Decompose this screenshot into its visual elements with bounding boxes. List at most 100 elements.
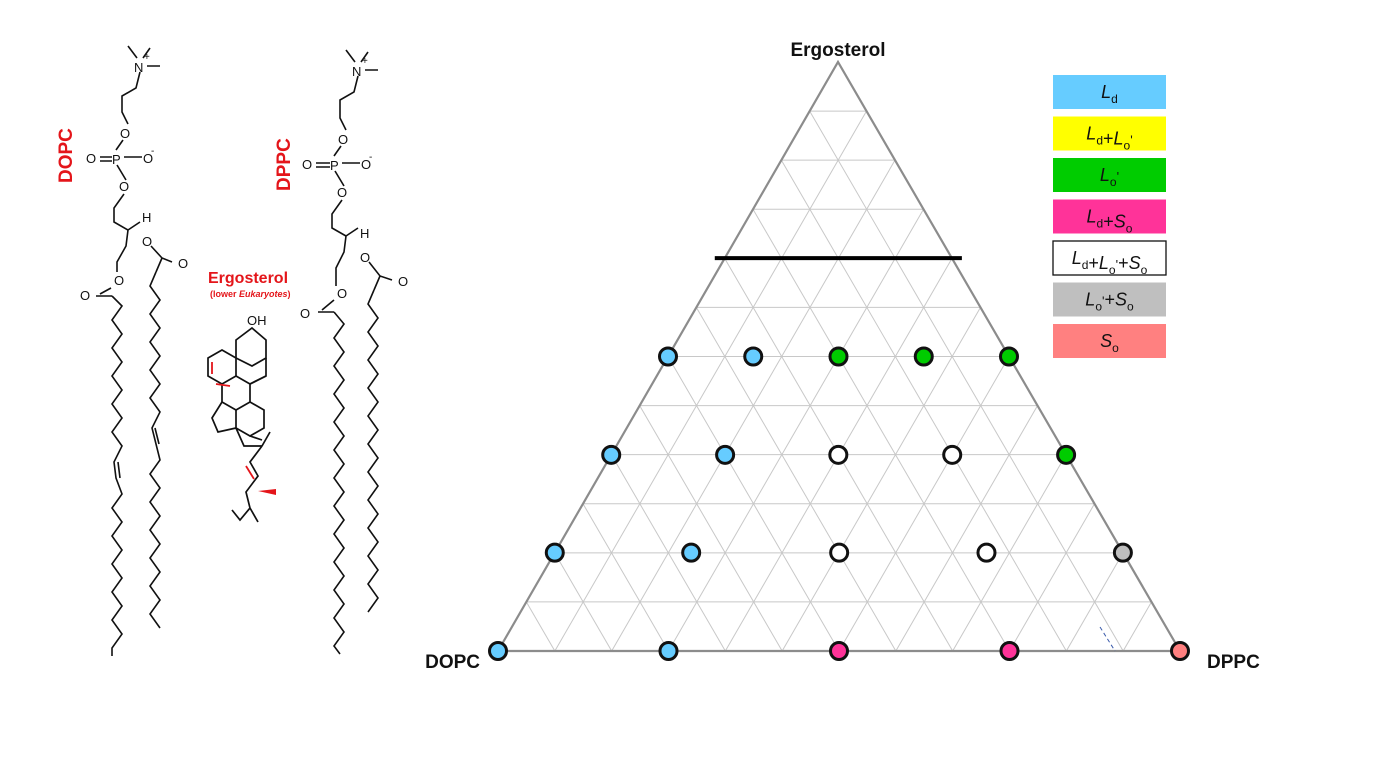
legend-label: Lo' (1100, 165, 1119, 189)
legend-label: So (1100, 331, 1119, 355)
dppc-o-ester2: O (337, 286, 347, 301)
ternary-points (488, 346, 1190, 661)
legend-prime: ' (1130, 133, 1132, 148)
legend-subscript: d (1111, 92, 1118, 106)
dppc-chain-sn2 (367, 289, 379, 613)
legend-item: So (1053, 324, 1166, 358)
grid-line (838, 356, 1010, 652)
composition-point (658, 346, 678, 367)
legend-symbol: L (1114, 129, 1124, 149)
dopc-o-ester1: O (142, 234, 152, 249)
dopc-o-carbonyl2: O (80, 288, 90, 303)
apex-label-top: Ergosterol (790, 40, 885, 61)
legend-item: Lo' (1053, 158, 1166, 192)
ergosterol-structure: Ergosterol (lower Eukaryotes) OH (207, 270, 291, 523)
legend-swatch (1053, 324, 1166, 358)
legend-plus: + (1103, 129, 1114, 149)
dopc-n-charge: + (144, 52, 150, 63)
composition-point (544, 542, 565, 563)
dopc-o-double: O (86, 151, 96, 166)
dopc-phosphate-bonds (100, 139, 142, 181)
legend-symbol: L (1100, 165, 1110, 185)
composition-point (1170, 641, 1190, 661)
composition-point (829, 641, 849, 661)
legend-prime: ' (1116, 257, 1118, 272)
legend-item: Ld+Lo' (1053, 116, 1166, 153)
legend-symbol: L (1099, 253, 1109, 273)
composition-point (658, 641, 679, 661)
legend-symbol: S (1129, 253, 1141, 273)
dopc-chain-sn1-db (117, 461, 121, 479)
grid-line (952, 454, 1067, 652)
ternary-grid (525, 110, 1152, 652)
grid-line (554, 552, 613, 652)
dashed-tie-line (1099, 626, 1116, 652)
legend-label: Lo'+So (1085, 290, 1134, 314)
legend-subscript: o (1110, 175, 1117, 189)
dopc-o-minus: O (143, 151, 153, 166)
composition-point (601, 444, 622, 465)
legend-item: Ld (1053, 75, 1166, 109)
dopc-o-ester2: O (114, 273, 124, 288)
dppc-label: DPPC (274, 138, 295, 191)
ergosterol-ring-c (221, 375, 251, 411)
legend-label: Ld+Lo' (1086, 124, 1132, 153)
dppc-p: P (330, 158, 339, 173)
dppc-o-double: O (302, 157, 312, 172)
legend-swatch (1053, 116, 1166, 151)
legend-subscript: o (1127, 300, 1134, 314)
ergosterol-ring-a (235, 326, 267, 367)
grid-line (752, 208, 1010, 652)
ergosterol-db-ring2 (215, 383, 231, 387)
dopc-h: H (142, 210, 151, 225)
composition-point (999, 346, 1019, 367)
legend-label: Ld+So (1087, 207, 1133, 236)
dppc-head-bonds (339, 49, 378, 131)
ergosterol-wedge (258, 489, 276, 495)
dopc-n: N (134, 60, 143, 75)
dppc-o-carbonyl1: O (398, 274, 408, 289)
legend-label: Ld (1101, 82, 1118, 106)
legend-item: Ld+Lo'+So (1052, 240, 1167, 277)
grid-line (667, 356, 840, 652)
legend-subscript: o (1109, 263, 1116, 277)
legend-swatch (1053, 158, 1166, 192)
grid-line (1065, 552, 1124, 652)
legend-item: Ld+So (1053, 199, 1166, 236)
legend-subscript: o (1095, 300, 1102, 314)
apex-label-right: DPPC (1207, 652, 1260, 673)
ergosterol-oh: OH (247, 313, 267, 328)
grid-line (525, 601, 556, 652)
grid-line (554, 110, 867, 652)
ergosterol-subtitle: (lower Eukaryotes) (210, 289, 291, 299)
ergosterol-side-chain (231, 431, 271, 523)
apex-label-left: DOPC (425, 652, 480, 673)
legend-plus: + (1118, 253, 1129, 273)
dopc-label: DOPC (56, 128, 77, 183)
ergosterol-subtitle-em: Eukaryotes (239, 289, 288, 299)
grid-line (1009, 503, 1095, 652)
legend-swatch (1052, 240, 1167, 276)
legend-symbol: L (1101, 82, 1111, 102)
grid-line (695, 307, 897, 652)
legend-symbol: S (1100, 331, 1112, 351)
ergosterol-db-chain (245, 465, 255, 480)
dopc-chain-sn1 (111, 295, 124, 656)
ergosterol-subtitle-post: ) (288, 289, 291, 299)
ergosterol-title: Ergosterol (208, 270, 288, 287)
legend-swatch (1053, 75, 1166, 109)
grid-line (610, 454, 726, 652)
dppc-minus: - (369, 152, 372, 163)
dopc-structure: DOPC N + O O P O - O H O O O O (56, 45, 188, 656)
dppc-glycerol-bonds (331, 199, 359, 286)
grid-line (582, 503, 669, 652)
ergosterol-ring-d (211, 401, 262, 447)
legend-plus: + (1103, 212, 1114, 232)
legend-subscript: o (1126, 222, 1133, 236)
legend-subscript: d (1096, 134, 1103, 148)
ergosterol-methyls (249, 375, 267, 441)
dopc-ester-bonds (96, 245, 173, 297)
legend-plus: + (1088, 253, 1099, 273)
